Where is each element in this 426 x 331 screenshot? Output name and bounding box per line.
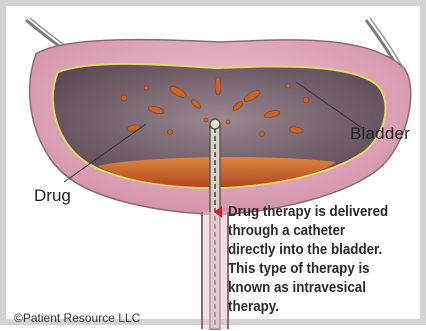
- caption-arrow-icon: [214, 206, 222, 218]
- bladder-label: Bladder: [350, 124, 410, 144]
- copyright-notice: ©Patient Resource LLC: [14, 311, 140, 325]
- drug-label: Drug: [34, 186, 71, 206]
- caption-text: Drug therapy is delivered through a cath…: [228, 203, 394, 317]
